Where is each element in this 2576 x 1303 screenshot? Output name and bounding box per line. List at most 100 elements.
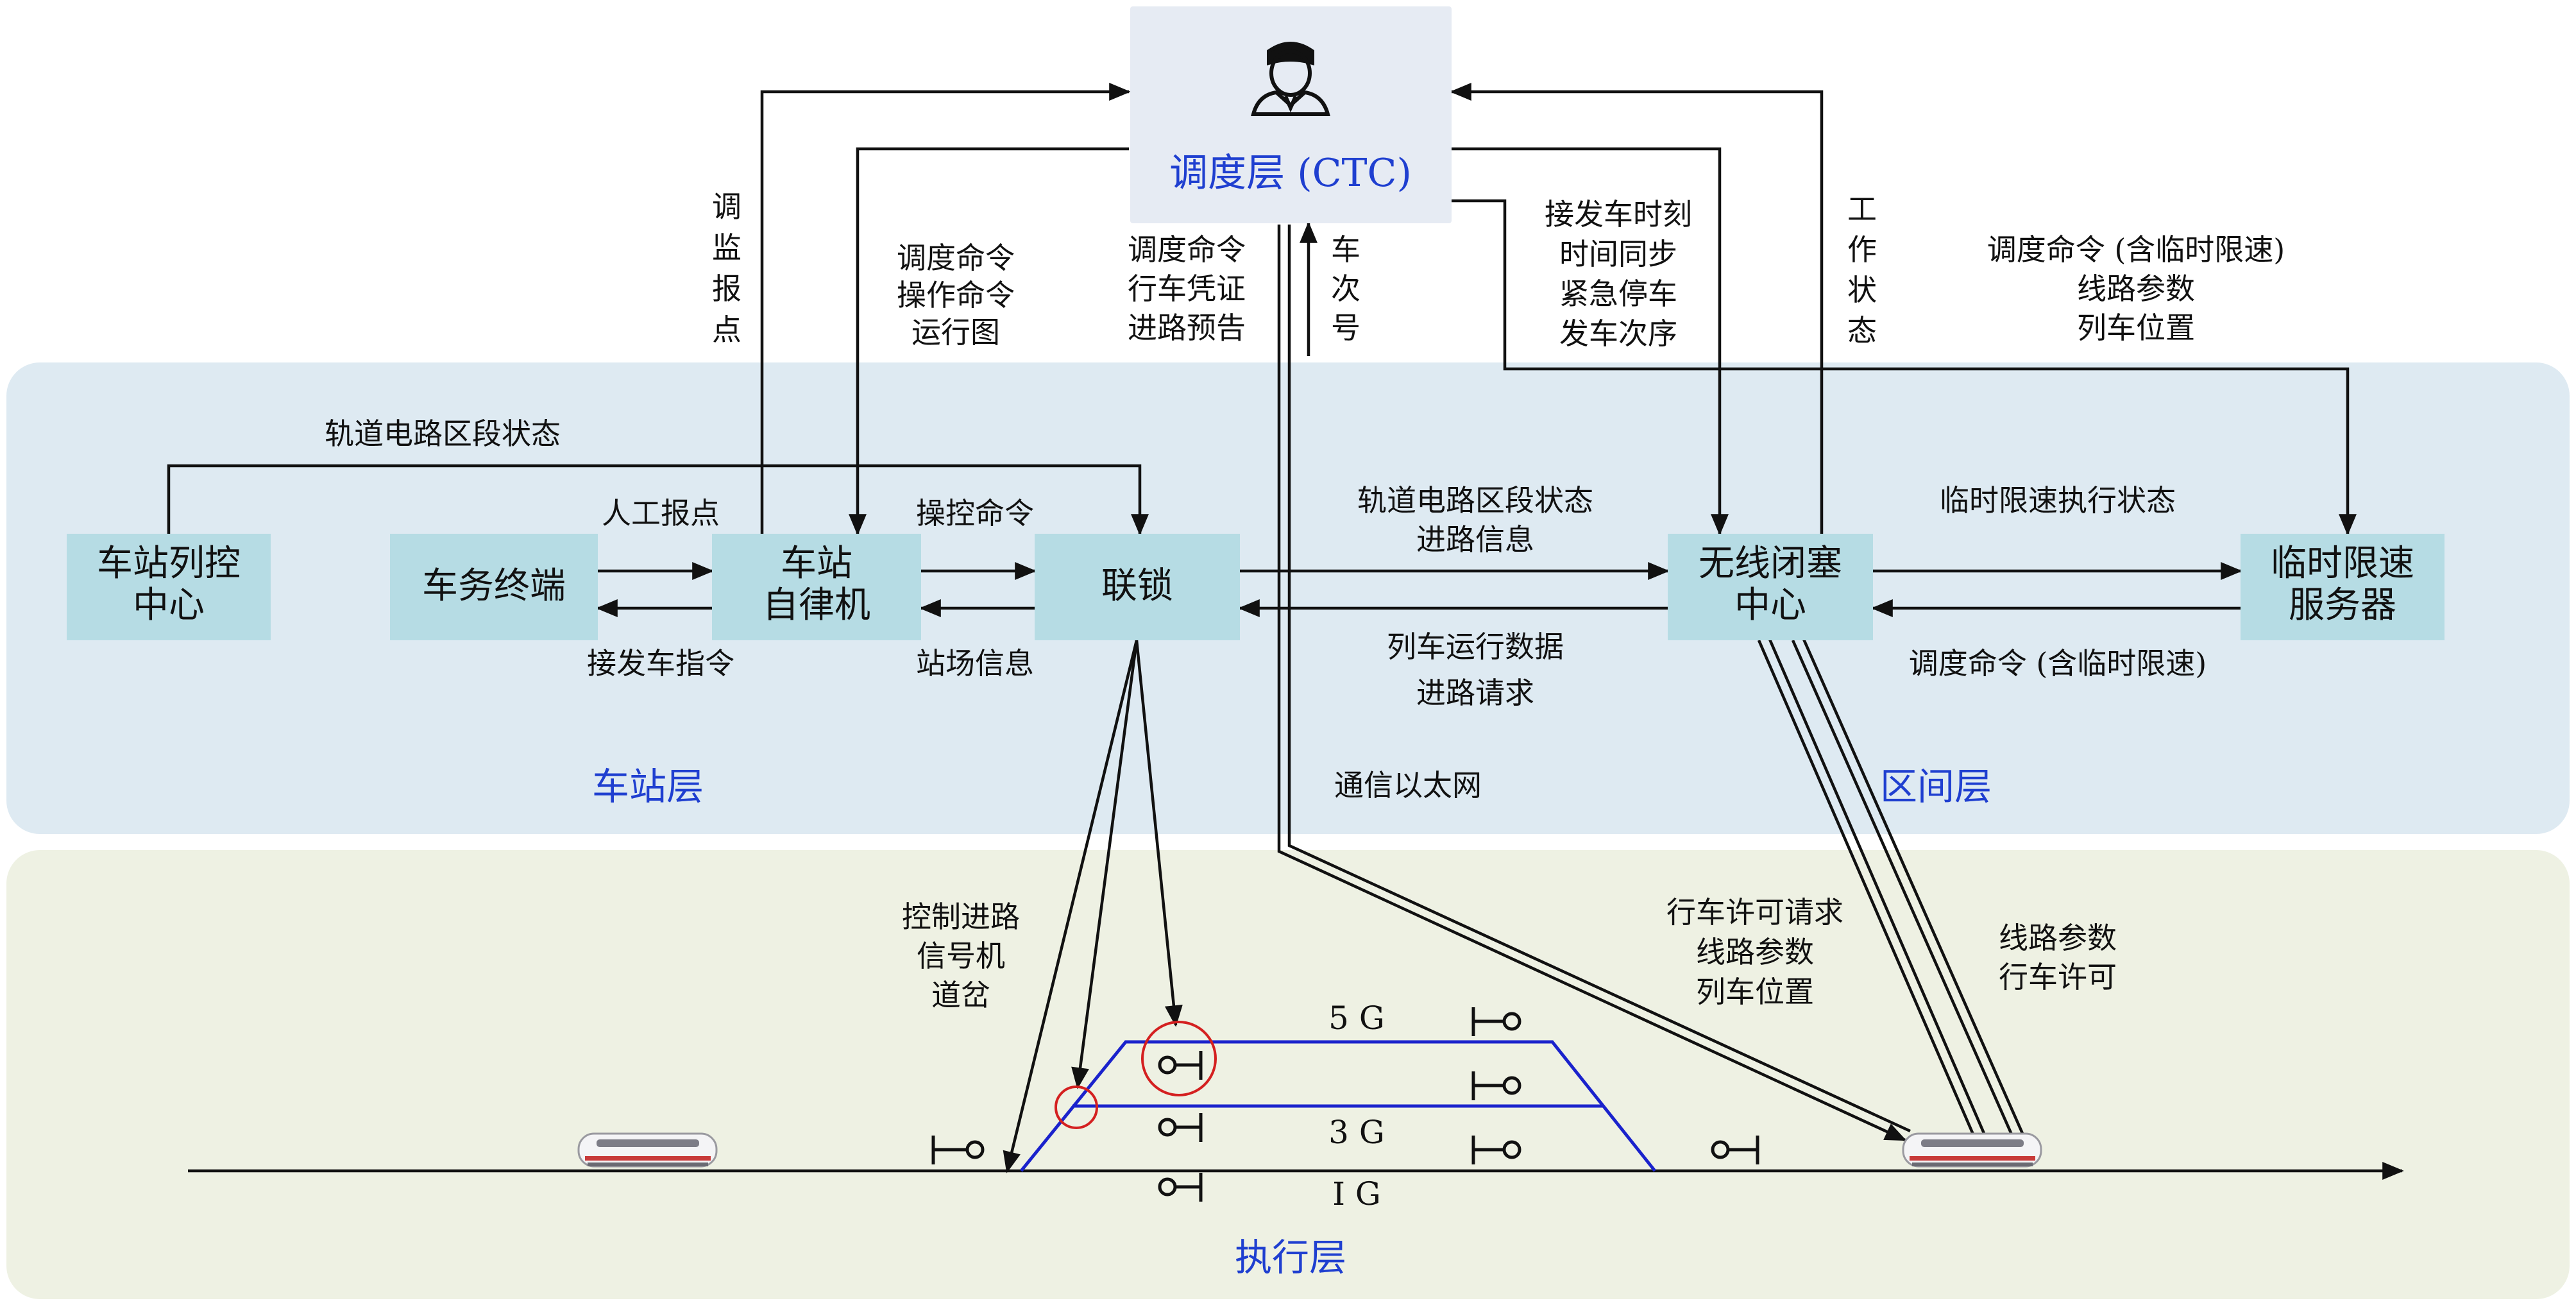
rbc-label-1: 无线闭塞 [1699, 543, 1842, 584]
monitor-report-char-4: 点 [712, 312, 741, 347]
train-icon [577, 1132, 718, 1168]
train-to-rbc-line-1: 行车许可请求 [1666, 895, 1843, 930]
signal-icon [1158, 1051, 1203, 1080]
train-number-char-3: 号 [1331, 311, 1360, 345]
highlight-switch-circle [1055, 1086, 1098, 1129]
signal-icon [1158, 1173, 1203, 1202]
signal-icon [931, 1136, 985, 1164]
ctc-to-rbc-line-3: 紧急停车 [1559, 277, 1677, 311]
rbc-to-train-line-b [1767, 636, 1987, 1137]
rbc-to-train-line-1: 线路参数 [1999, 921, 2117, 955]
ctc-to-auto-line-3: 运行图 [911, 315, 1000, 350]
interlock-to-rbc-line-2: 进路信息 [1416, 522, 1534, 557]
signal-icon [1471, 1071, 1521, 1100]
interlock-exec-arrow-2 [1071, 640, 1139, 1089]
signal-icon [1471, 1136, 1521, 1164]
execution-layer-band [6, 850, 2570, 1299]
ctc-to-tsr-arrow [1452, 199, 2357, 536]
station-control-node[interactable]: 车站列控 中心 [67, 534, 271, 640]
rbc-to-train-line-a [1757, 640, 1978, 1141]
rbc-to-train-line-d [1801, 636, 2026, 1137]
station-auto-node[interactable]: 车站 自律机 [712, 534, 921, 640]
ctc-node[interactable]: 调度层 (CTC) [1130, 6, 1452, 223]
station-tracks [1020, 1040, 1656, 1172]
rbc-to-train-line-2: 行车许可 [1999, 960, 2117, 994]
monitor-report-arrow [760, 83, 1131, 534]
ethernet-label: 通信以太网 [1334, 768, 1482, 803]
control-cmd-label: 操控命令 [916, 496, 1034, 531]
station-control-label-2: 中心 [133, 584, 205, 626]
interlock-exec-arrow-3 [1135, 640, 1183, 1027]
rbc-label-2: 中心 [1734, 584, 1806, 626]
rbc-to-interlock-line-1: 列车运行数据 [1387, 629, 1564, 664]
track-5g-label: 5 G [1328, 1000, 1385, 1037]
ctc-to-interlock-line-3: 进路预告 [1128, 311, 1246, 345]
station-auto-label-1: 车站 [781, 543, 852, 584]
signal-icon [1711, 1136, 1759, 1164]
interlock-exec-line-1: 控制进路 [902, 899, 1020, 934]
yard-info-label: 站场信息 [916, 646, 1034, 681]
track-state-top-arrow [167, 464, 1149, 536]
train-number-char-2: 次 [1331, 271, 1360, 306]
monitor-report-char-2: 监 [712, 230, 741, 265]
ctc-to-rbc-line-1: 接发车时刻 [1545, 197, 1692, 232]
ctc-to-interlock-line-2: 行车凭证 [1128, 271, 1246, 306]
work-status-char-3: 状 [1847, 273, 1877, 307]
train-icon [1902, 1132, 2042, 1168]
tsr-label-2: 服务器 [2289, 584, 2396, 626]
ctc-to-rbc-arrow [1452, 147, 1729, 536]
ctc-to-tsr-line-3: 列车位置 [2077, 311, 2195, 345]
ctc-to-interlock-line-1: 调度命令 [1128, 232, 1246, 267]
track-state-top-label: 轨道电路区段状态 [325, 416, 561, 451]
tsr-state-label: 临时限速执行状态 [1940, 483, 2176, 518]
work-status-char-4: 态 [1847, 313, 1877, 348]
rbc-to-tsr-cmd-label: 调度命令 (含临时限速) [1909, 646, 2207, 681]
tsr-label-1: 临时限速 [2271, 543, 2414, 584]
train-to-rbc-line-3: 列车位置 [1696, 975, 1814, 1009]
terminal-label: 车务终端 [422, 565, 566, 607]
work-status-arrow [1450, 83, 1824, 534]
interlock-label: 联锁 [1101, 565, 1173, 607]
monitor-report-char-1: 调 [712, 189, 741, 224]
person-icon [1251, 42, 1330, 116]
work-status-char-1: 工 [1847, 192, 1877, 226]
interlock-exec-arrow-1 [1003, 640, 1139, 1173]
manual-report-label: 人工报点 [602, 496, 720, 531]
highlight-signal-circle [1141, 1021, 1217, 1096]
station-layer-label: 车站层 [592, 765, 704, 808]
ctc-to-tsr-line-1: 调度命令 (含临时限速) [1987, 232, 2285, 267]
station-control-label-1: 车站列控 [97, 543, 241, 584]
interlock-exec-line-2: 信号机 [917, 939, 1005, 973]
ethernet-line-a [1277, 225, 1907, 1142]
train-to-rbc-line-2: 线路参数 [1696, 935, 1814, 969]
ethernet-line-b [1287, 225, 1911, 1133]
rbc-to-train-line-c [1791, 640, 2016, 1141]
dispatch-order-label: 接发车指令 [587, 646, 734, 681]
ctc-label: 调度层 (CTC) [1169, 151, 1412, 196]
interlock-to-rbc-line-1: 轨道电路区段状态 [1357, 483, 1593, 518]
ctc-to-auto-line-2: 操作命令 [897, 278, 1015, 312]
train-number-char-1: 车 [1331, 232, 1360, 267]
rbc-node[interactable]: 无线闭塞 中心 [1668, 534, 1873, 640]
execution-layer-label: 执行层 [1235, 1236, 1346, 1279]
signal-icon [1471, 1007, 1521, 1036]
rbc-to-interlock-line-2: 进路请求 [1416, 676, 1534, 710]
signal-icon [1158, 1113, 1203, 1142]
track-3g-label: 3 G [1328, 1114, 1385, 1151]
ctc-to-rbc-line-2: 时间同步 [1559, 237, 1677, 271]
section-layer-label: 区间层 [1880, 765, 1992, 808]
interlock-node[interactable]: 联锁 [1035, 534, 1240, 640]
ctc-to-auto-line-1: 调度命令 [897, 241, 1015, 275]
terminal-node[interactable]: 车务终端 [390, 534, 598, 640]
station-auto-label-2: 自律机 [763, 584, 870, 626]
ctc-to-auto-arrow [849, 147, 1129, 536]
interlock-exec-line-3: 道岔 [931, 978, 990, 1012]
track-1g-label: I G [1332, 1175, 1381, 1213]
signals [931, 1007, 1759, 1202]
monitor-report-char-3: 报 [712, 271, 741, 306]
ctc-to-tsr-line-2: 线路参数 [2077, 271, 2195, 306]
work-status-char-2: 作 [1847, 232, 1877, 267]
tsr-node[interactable]: 临时限速 服务器 [2241, 534, 2445, 640]
ctc-to-rbc-line-4: 发车次序 [1559, 316, 1677, 351]
